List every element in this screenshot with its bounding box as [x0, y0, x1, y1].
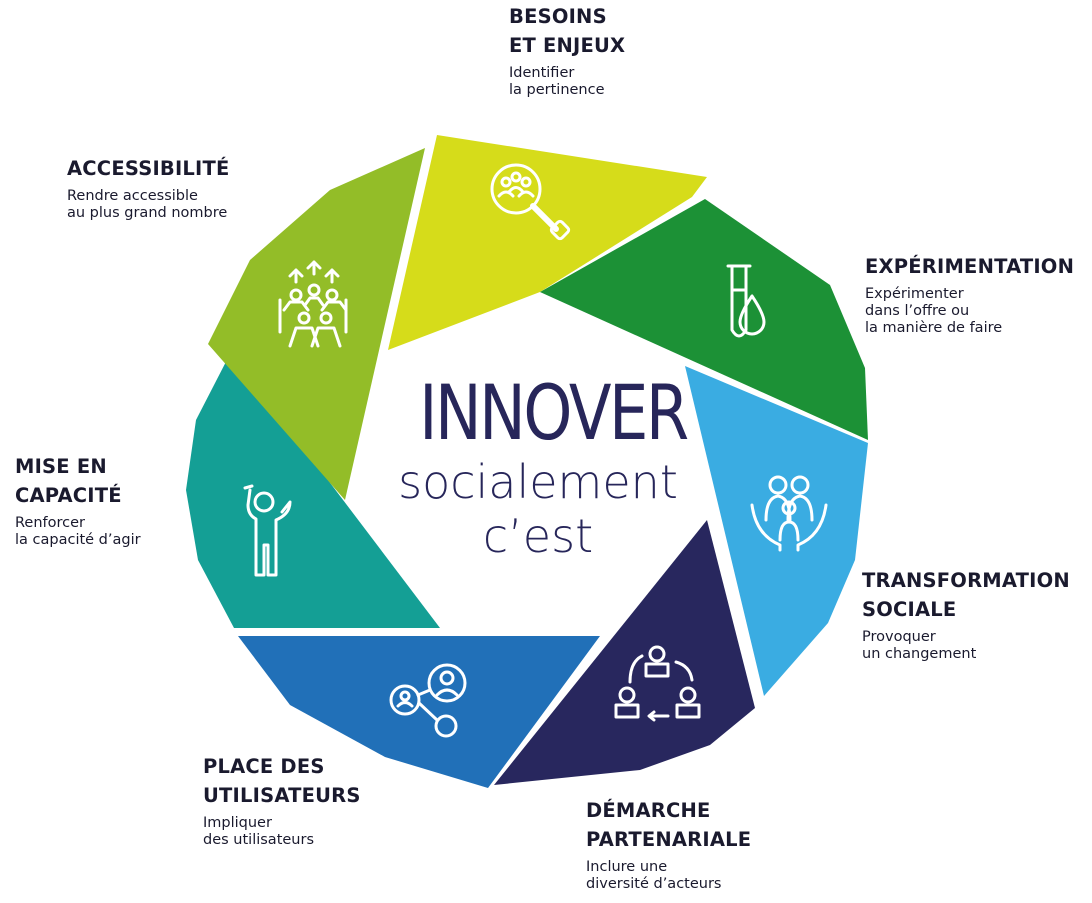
center-subtitle-line2: c’est: [482, 509, 594, 563]
segment-accessibilite: [208, 148, 425, 500]
magnifier-people-icon: [490, 163, 571, 241]
segment-mise-en-capacite: [186, 352, 440, 628]
label-description: Impliquer des utilisateurs: [203, 815, 315, 848]
label-place-utilisateurs: PLACE DES UTILISATEURS Impliquer des uti…: [203, 752, 361, 849]
family-hands-icon: [750, 475, 828, 552]
label-description: Rendre accessible au plus grand nombre: [67, 188, 228, 221]
raised-hand-person-icon: [243, 484, 292, 577]
label-description: Identifier la pertinence: [509, 65, 605, 98]
label-description: Expérimenter dans l’offre ou la manière …: [865, 286, 1003, 336]
center-subtitle-line1: socialement: [398, 455, 678, 509]
label-experimentation: EXPÉRIMENTATION Expérimenter dans l’offr…: [865, 252, 1074, 337]
label-title: EXPÉRIMENTATION: [865, 255, 1075, 278]
label-transformation: TRANSFORMATION SOCIALE Provoquer un chan…: [862, 566, 1070, 663]
label-description: Inclure une diversité d’acteurs: [586, 859, 722, 892]
center-title: INNOVER: [419, 368, 689, 457]
segment-experimentation: [540, 199, 868, 440]
segment-transformation: [685, 366, 868, 696]
segment-besoins: [388, 135, 707, 350]
label-mise-en-capacite: MISE EN CAPACITÉ Renforcer la capacité d…: [15, 452, 141, 549]
segment-demarche: [494, 520, 755, 785]
label-description: Provoquer un changement: [862, 629, 977, 662]
label-title: ACCESSIBILITÉ: [67, 157, 230, 180]
label-description: Renforcer la capacité d’agir: [15, 515, 141, 548]
label-title: BESOINS ET ENJEUX: [509, 5, 626, 57]
label-besoins: BESOINS ET ENJEUX Identifier la pertinen…: [509, 2, 625, 99]
label-title: MISE EN CAPACITÉ: [15, 455, 122, 507]
label-demarche: DÉMARCHE PARTENARIALE Inclure une divers…: [586, 796, 751, 893]
label-accessibilite: ACCESSIBILITÉ Rendre accessible au plus …: [67, 154, 230, 222]
crowd-arrows-icon: [278, 260, 348, 348]
label-title: PLACE DES UTILISATEURS: [203, 755, 361, 807]
user-network-icon: [389, 663, 467, 738]
label-title: TRANSFORMATION SOCIALE: [862, 569, 1070, 621]
people-cycle-icon: [614, 645, 701, 722]
segment-place-utilisateurs: [238, 636, 600, 788]
test-tube-drop-icon: [726, 264, 766, 338]
label-title: DÉMARCHE PARTENARIALE: [586, 799, 752, 851]
